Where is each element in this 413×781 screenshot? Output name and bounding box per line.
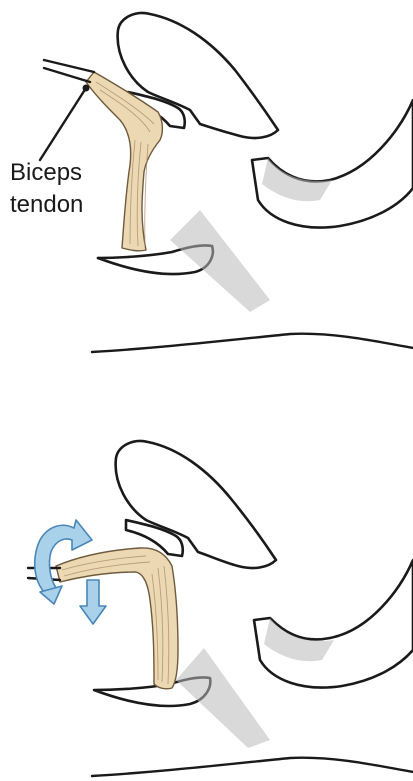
tendon-label-line2: tendon bbox=[10, 191, 83, 218]
down-arrow-icon bbox=[80, 580, 106, 624]
biceps-tendon-displaced bbox=[56, 548, 178, 689]
normal-tendon-panel: Biceps tendon bbox=[10, 13, 413, 352]
tendon-sheath-line bbox=[44, 60, 94, 82]
humeral-head-bottom bbox=[254, 560, 413, 688]
tendon-label-line1: Biceps bbox=[10, 159, 82, 186]
displaced-tendon-panel bbox=[28, 441, 413, 776]
humeral-shaft-line-top bbox=[92, 334, 413, 352]
humeral-shaft-line-bottom bbox=[92, 758, 413, 776]
label-leader-dot bbox=[83, 85, 90, 92]
label-leader-line bbox=[40, 88, 86, 160]
humeral-head bbox=[252, 100, 413, 228]
